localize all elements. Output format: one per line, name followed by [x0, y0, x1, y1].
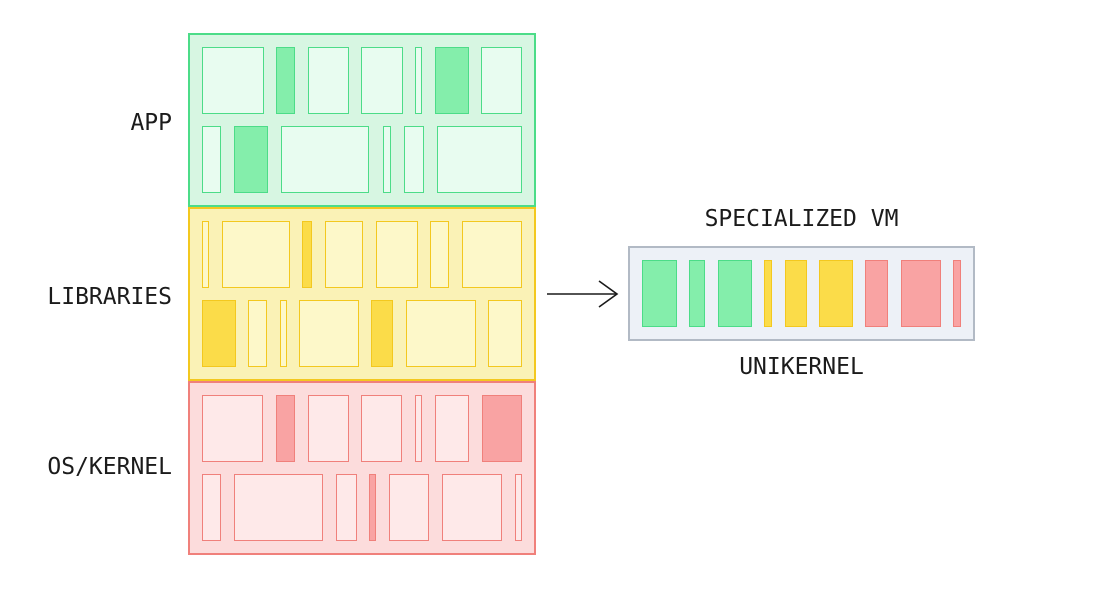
component-block: [442, 474, 503, 541]
vm-component-block: [764, 260, 773, 327]
component-block: [481, 395, 522, 462]
component-block: [281, 126, 370, 193]
block-row: [202, 300, 522, 367]
component-block: [375, 221, 418, 288]
component-block: [461, 221, 522, 288]
component-block: [403, 126, 424, 193]
component-block: [324, 221, 363, 288]
layer-section-os-kernel: [188, 381, 536, 555]
vm-component-block: [818, 260, 853, 327]
component-block: [415, 47, 423, 114]
component-block: [436, 126, 522, 193]
component-block: [202, 300, 236, 367]
vm-component-block: [784, 260, 807, 327]
vm-title: SPECIALIZED VM: [704, 206, 899, 232]
component-block: [389, 474, 430, 541]
arrow-icon: [547, 280, 619, 308]
component-block: [202, 474, 221, 541]
vm-box: [628, 246, 975, 341]
block-row: [202, 474, 522, 541]
component-block: [233, 474, 323, 541]
component-block: [480, 47, 522, 114]
vm-component-block: [953, 260, 961, 327]
component-block: [279, 300, 287, 367]
component-block: [435, 395, 470, 462]
vm-component-block: [900, 260, 941, 327]
component-block: [302, 221, 313, 288]
vm-component-block: [717, 260, 752, 327]
component-block: [202, 221, 209, 288]
component-block: [487, 300, 522, 367]
component-block: [248, 300, 268, 367]
component-block: [234, 126, 269, 193]
vm-caption: UNIKERNEL: [739, 354, 864, 380]
vm-component-block: [865, 260, 889, 327]
component-block: [335, 474, 357, 541]
layer-section-libraries: [188, 207, 536, 381]
component-block: [360, 47, 403, 114]
block-row: [202, 395, 522, 462]
component-block: [369, 474, 377, 541]
vm-component-block: [642, 260, 677, 327]
layer-label-os-kernel: OS/KERNEL: [47, 454, 172, 480]
component-block: [202, 395, 263, 462]
component-block: [275, 395, 295, 462]
layer-stack: [188, 33, 536, 555]
component-block: [371, 300, 394, 367]
layer-section-app: [188, 33, 536, 207]
component-block: [415, 395, 423, 462]
component-block: [221, 221, 290, 288]
block-row: [202, 47, 522, 114]
component-block: [298, 300, 359, 367]
layer-label-app: APP: [130, 110, 172, 136]
component-block: [307, 47, 349, 114]
component-block: [276, 47, 296, 114]
layer-label-libraries: LIBRARIES: [47, 284, 172, 310]
component-block: [202, 47, 264, 114]
component-block: [514, 474, 522, 541]
component-block: [430, 221, 450, 288]
component-block: [361, 395, 403, 462]
component-block: [405, 300, 476, 367]
vm-component-block: [689, 260, 706, 327]
component-block: [382, 126, 391, 193]
block-row: [202, 221, 522, 288]
component-block: [434, 47, 469, 114]
component-block: [307, 395, 349, 462]
component-block: [202, 126, 221, 193]
block-row: [202, 126, 522, 193]
